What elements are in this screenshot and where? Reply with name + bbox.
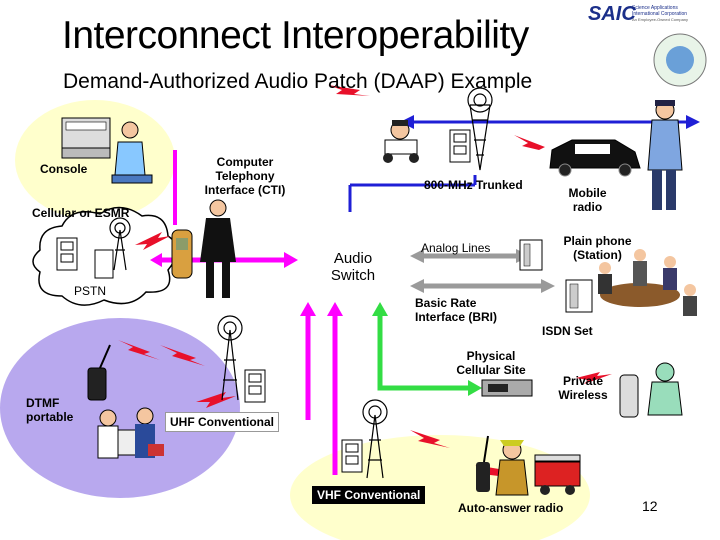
auto-answer-label: Auto-answer radio	[458, 501, 564, 515]
console-operator-icon	[61, 117, 153, 184]
svg-text:SAIC: SAIC	[588, 3, 636, 25]
dtmf-bubble	[0, 318, 240, 498]
dtmf-label: DTMF portable	[26, 396, 74, 424]
officers-group-icon	[97, 407, 164, 459]
vhf-label: VHF Conventional	[312, 486, 426, 504]
cti-label: Computer Telephony Interface (CTI)	[204, 155, 286, 197]
vhf-radio-icon	[476, 435, 490, 492]
equipment-rack-icon	[56, 129, 471, 473]
svg-text:Science Applications: Science Applications	[632, 5, 678, 11]
page-title: Interconnect Interoperability	[62, 14, 529, 57]
isdn-set-label: ISDN Set	[542, 324, 593, 338]
cellular-site-box-icon	[481, 379, 533, 397]
desk-phone-icon	[519, 239, 543, 271]
uhf-label: UHF Conventional	[165, 412, 279, 432]
mobile-radio-label: Mobile radio	[568, 186, 607, 214]
svg-text:An Employee-Owned Company: An Employee-Owned Company	[632, 17, 688, 22]
pstn-label: PSTN	[74, 284, 107, 298]
bri-label: Basic Rate Interface (BRI)	[415, 296, 498, 324]
radio-tower-icon	[362, 399, 388, 479]
hazmat-worker-icon	[647, 362, 683, 416]
motorcycle-icon	[383, 120, 419, 163]
handheld-phone-icon	[619, 374, 639, 418]
audio-switch-label: Audio Switch	[330, 250, 376, 284]
console-label: Console	[40, 162, 88, 176]
page-subtitle: Demand-Authorized Audio Patch (DAAP) Exa…	[63, 70, 533, 93]
meeting-group-icon	[598, 249, 697, 316]
radio-tower-icon	[109, 217, 131, 271]
isdn-phone-icon	[565, 279, 593, 313]
businessman-icon	[200, 199, 236, 298]
portable-radio-icon	[87, 344, 111, 401]
radio-tower-icon	[217, 315, 243, 401]
audio-switch: Audio Switch	[298, 212, 408, 302]
page-number: 12	[642, 498, 658, 514]
private-wireless-label: Private Wireless	[558, 374, 608, 402]
analog-lines-label: Analog Lines	[421, 241, 491, 255]
trunked-label: 800-MHz Trunked	[424, 178, 523, 192]
radio-tower-icon	[467, 87, 493, 171]
cellular-site-label: Physical Cellular Site	[456, 349, 526, 377]
police-car-icon	[549, 139, 641, 177]
seal-logo-icon	[653, 33, 707, 87]
cellular-label: Cellular or ESMR	[32, 206, 130, 220]
svg-text:International Corporation: International Corporation	[632, 11, 687, 17]
cell-phone-icon	[171, 229, 193, 279]
fire-truck-icon	[534, 454, 581, 495]
plain-phone-label: Plain phone (Station)	[563, 234, 632, 262]
firefighter-icon	[495, 440, 529, 496]
company-logo: SAIC Science Applications International …	[588, 3, 688, 25]
police-officer-icon	[647, 100, 683, 210]
